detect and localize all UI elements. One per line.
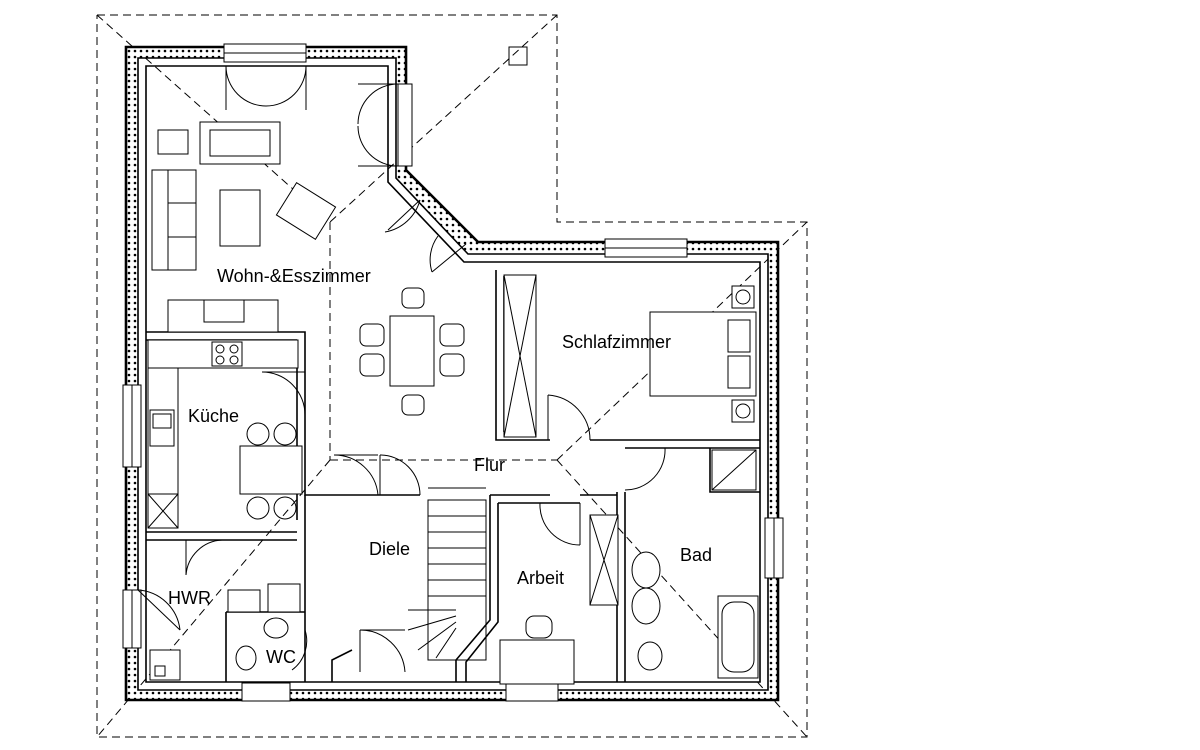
living-furniture xyxy=(151,121,465,416)
room-label-hwr: HWR xyxy=(168,588,211,608)
room-label-diele: Diele xyxy=(369,539,410,559)
room-label-schlaf: Schlafzimmer xyxy=(562,332,671,352)
room-label-kueche: Küche xyxy=(188,406,239,426)
room-label-wc: WC xyxy=(266,647,296,667)
room-label-flur: Flur xyxy=(474,455,505,475)
study-furniture xyxy=(499,615,575,685)
windows xyxy=(122,43,784,702)
kitchen-furniture xyxy=(147,339,303,529)
utility-fixtures xyxy=(149,583,301,681)
room-label-bad: Bad xyxy=(680,545,712,565)
room-label-wohn: Wohn-&Esszimmer xyxy=(217,266,371,286)
room-labels: Wohn-&Esszimmer Schlafzimmer Küche Flur … xyxy=(168,266,712,667)
staircase xyxy=(407,487,487,661)
doors xyxy=(137,65,666,673)
room-label-arbeit: Arbeit xyxy=(517,568,564,588)
bath-furniture xyxy=(589,449,759,679)
bedroom-furniture xyxy=(503,274,757,438)
